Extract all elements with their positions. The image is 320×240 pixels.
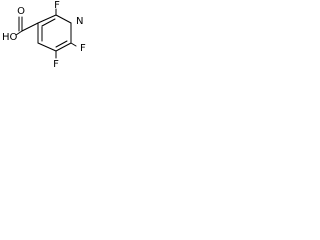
atom-f-bottom: F [80,43,86,54]
atom-ho: HO [2,32,18,43]
structure-canvas: F N F F O HO [0,0,93,82]
bond-c-oh [15,30,23,36]
bond-c3-c4 [55,42,72,52]
bond-ring-cooh [21,22,39,32]
atom-f-top: F [54,0,60,11]
double-bond-2 [55,40,68,48]
bond-c4-c5 [37,42,57,52]
atom-o: O [17,6,25,17]
molecule-structure: F N F F O HO [2,0,86,70]
atom-f-mid: F [53,59,59,70]
bond-c1-c2 [37,14,57,24]
double-bond-1 [41,18,56,27]
bond-c2-n [55,14,72,24]
atom-n: N [76,16,83,27]
bond-f-bottom [70,42,77,47]
